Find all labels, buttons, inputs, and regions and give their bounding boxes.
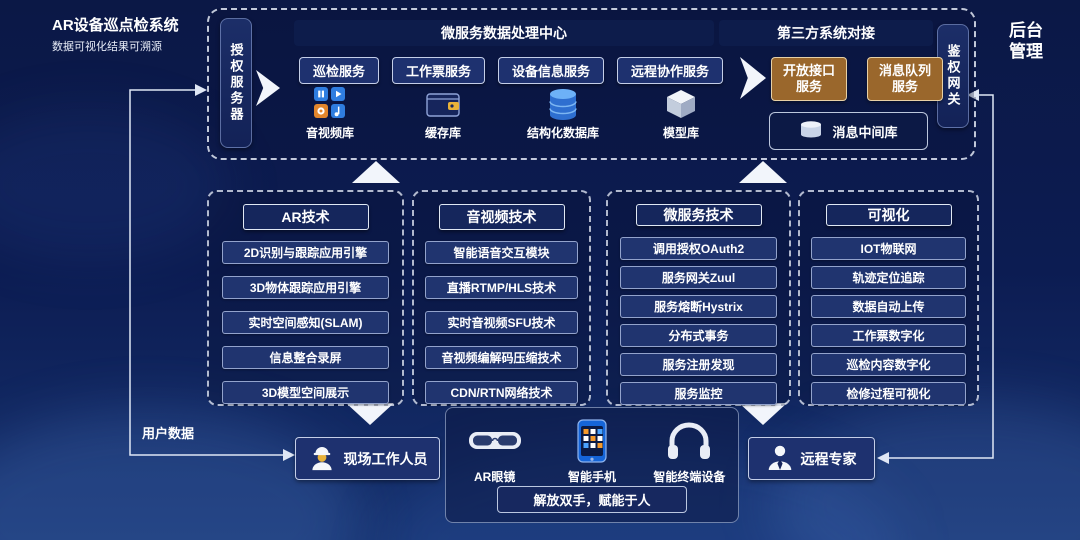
tech-item: 分布式事务 (619, 324, 778, 347)
cube-icon (666, 86, 696, 122)
media-library-icon (314, 86, 346, 122)
device-label: 智能终端设备 (653, 470, 726, 484)
database-icon (548, 86, 578, 122)
tech-item: 巡检内容数字化 (811, 353, 966, 376)
arrowhead-icon (283, 449, 295, 461)
tech-item: 3D物体跟踪应用引擎 (221, 276, 390, 299)
worker-icon (308, 443, 336, 474)
tech-item: 工作票数字化 (811, 324, 966, 347)
headset-icon (666, 416, 712, 466)
tech-item: 调用授权OAuth2 (619, 237, 778, 260)
third-party-service-box: 消息队列服务 (867, 57, 943, 101)
panel-items: IOT物联网轨迹定位追踪数据自动上传工作票数字化巡检内容数字化检修过程可视化 (800, 237, 977, 405)
arrowhead-icon (877, 452, 889, 464)
cloud-decoration (0, 110, 230, 260)
panel-title: 微服务技术 (635, 204, 762, 226)
store-label: 缓存库 (424, 126, 461, 140)
smartphone-icon (577, 416, 607, 466)
store-av-library: 音视频库 (285, 86, 375, 141)
microservice-center-header: 微服务数据处理中心 (294, 20, 714, 46)
panel-title: AR技术 (242, 204, 369, 230)
panel-title: 音视频技术 (438, 204, 565, 230)
service-box: 远程协作服务 (617, 57, 724, 84)
device-row: AR眼镜 智能手机 (446, 408, 738, 485)
tech-item: 智能语音交互模块 (425, 241, 578, 264)
tech-panel-microservice: 微服务技术 调用授权OAuth2 服务网关Zuul 服务熔断Hystrix 分布式事务… (606, 190, 791, 406)
tech-item: 服务监控 (619, 382, 778, 405)
ar-glasses-icon (464, 416, 526, 466)
page-title: AR设备巡点检系统 (52, 17, 179, 34)
arrowhead-icon (195, 84, 207, 96)
services-row: 巡检服务 工作票服务 设备信息服务 远程协作服务 (299, 57, 724, 84)
remote-expert-label: 远程专家 (800, 450, 857, 467)
tech-item: 实时音视频SFU技术 (425, 311, 578, 334)
tech-item: 3D模型空间展示 (221, 381, 390, 404)
tech-panel-ar: AR技术 2D识别与跟踪应用引擎 3D物体跟踪应用引擎实时空间感知(SLAM) 信息… (207, 190, 404, 406)
tech-panel-av: 音视频技术 智能语音交互模块直播RTMP/HLS技术实时音视频SFU技术音视频编… (412, 190, 591, 406)
slogan-banner: 解放双手，赋能于人 (497, 486, 687, 513)
field-worker-box: 现场工作人员 (295, 437, 440, 480)
expert-icon (767, 443, 793, 474)
third-party-row: 开放接口服务 消息队列服务 (771, 57, 943, 101)
third-party-service-box: 开放接口服务 (771, 57, 847, 101)
device-panel: AR眼镜 智能手机 (445, 407, 739, 523)
tech-item: 直播RTMP/HLS技术 (425, 276, 578, 299)
panel-items: 调用授权OAuth2 服务网关Zuul 服务熔断Hystrix 分布式事务服务注册发现… (608, 237, 789, 405)
arrow-down-icon (346, 403, 394, 425)
third-party-header: 第三方系统对接 (719, 20, 933, 46)
device-label: AR眼镜 (473, 470, 516, 484)
cylinder-icon (799, 120, 823, 142)
store-model-library: 模型库 (636, 86, 726, 141)
store-label: 模型库 (662, 126, 699, 140)
tech-item: 信息整合录屏 (221, 346, 390, 369)
arrow-down-icon (739, 403, 787, 425)
tech-item: 检修过程可视化 (811, 382, 966, 405)
wallet-icon (426, 86, 460, 122)
middleware-label: 消息中间库 (832, 124, 898, 140)
panel-items: 智能语音交互模块直播RTMP/HLS技术实时音视频SFU技术音视频编解码压缩技术… (414, 241, 589, 404)
backend-management-label: 后台管理 (1009, 21, 1043, 62)
device-ar-glasses: AR眼镜 (446, 416, 542, 485)
arrow-up-icon (739, 161, 787, 183)
service-box: 设备信息服务 (498, 57, 605, 84)
tech-item: 服务熔断Hystrix (619, 295, 778, 318)
user-data-label: 用户数据 (142, 426, 195, 441)
store-cache: 缓存库 (398, 86, 488, 141)
auth-gateway-tab: 鉴权网关 (937, 24, 969, 128)
page-title-block: AR设备巡点检系统 数据可视化结果可溯源 (52, 14, 179, 54)
store-structured-db: 结构化数据库 (518, 86, 608, 141)
auth-server-tab: 授权服务器 (220, 18, 252, 148)
service-box: 巡检服务 (299, 57, 380, 84)
message-middleware-box: 消息中间库 (769, 112, 928, 150)
tech-item: 音视频编解码压缩技术 (425, 346, 578, 369)
tech-item: 实时空间感知(SLAM) (221, 311, 390, 334)
remote-expert-box: 远程专家 (748, 437, 875, 480)
tech-item: 2D识别与跟踪应用引擎 (221, 241, 390, 264)
page-subtitle: 数据可视化结果可溯源 (52, 41, 162, 53)
tech-item: 轨迹定位追踪 (811, 266, 966, 289)
field-worker-label: 现场工作人员 (343, 450, 428, 467)
tech-item: IOT物联网 (811, 237, 966, 260)
device-headset: 智能终端设备 (641, 416, 737, 485)
panel-title: 可视化 (825, 204, 952, 226)
device-smartphone: 智能手机 (544, 416, 640, 485)
device-label: 智能手机 (567, 470, 616, 484)
arrow-up-icon (352, 161, 400, 183)
tech-item: CDN/RTN网络技术 (425, 381, 578, 404)
tech-item: 服务网关Zuul (619, 266, 778, 289)
store-label: 音视频库 (305, 126, 354, 140)
store-label: 结构化数据库 (526, 126, 599, 140)
tech-item: 数据自动上传 (811, 295, 966, 318)
panel-items: 2D识别与跟踪应用引擎 3D物体跟踪应用引擎实时空间感知(SLAM) 信息整合录屏 3… (209, 241, 402, 404)
tech-panel-visualization: 可视化 IOT物联网轨迹定位追踪数据自动上传工作票数字化巡检内容数字化检修过程可… (798, 190, 979, 406)
tech-item: 服务注册发现 (619, 353, 778, 376)
service-box: 工作票服务 (392, 57, 486, 84)
